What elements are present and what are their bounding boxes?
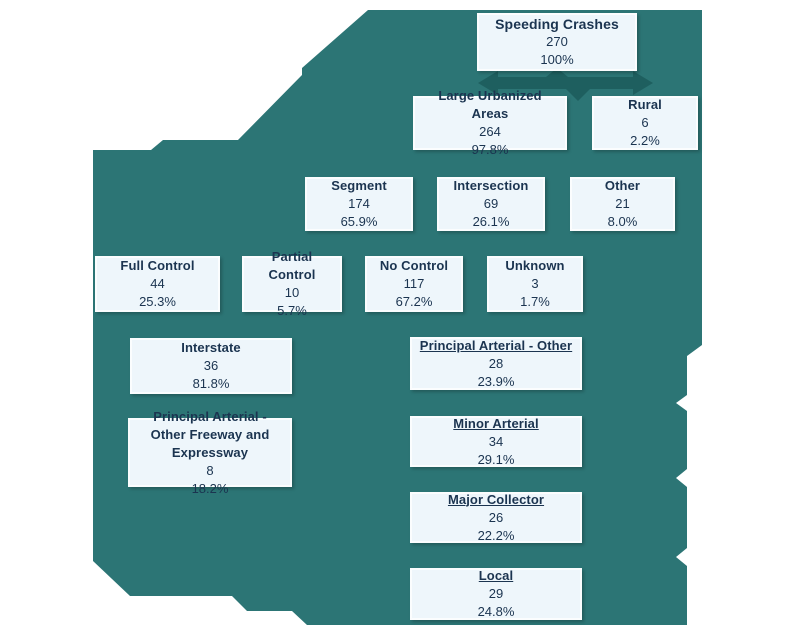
node-intersection: Intersection 69 26.1% — [437, 177, 545, 231]
node-title: Principal Arterial - Other — [419, 337, 573, 353]
node-title: Major Collector — [447, 491, 545, 507]
node-percent: 2.2% — [630, 133, 660, 148]
node-partial-control: Partial Control 10 5.7% — [242, 249, 342, 318]
node-count: 8 — [206, 462, 214, 478]
node-percent: 100% — [540, 52, 574, 67]
node-count: 174 — [348, 196, 370, 211]
node-title: Large Urbanized Areas — [438, 88, 542, 121]
node-title: Minor Arterial — [453, 415, 539, 431]
node-percent: 29.1% — [477, 451, 515, 467]
node-count: 36 — [203, 358, 219, 373]
node-no-control: No Control 117 67.2% — [365, 256, 463, 312]
node-title: Partial Control — [268, 249, 316, 282]
node-count: 69 — [483, 196, 499, 211]
node-percent: 24.8% — [477, 604, 515, 619]
node-count: 270 — [546, 34, 568, 49]
node-full-control: Full Control 44 25.3% — [95, 256, 220, 312]
node-percent: 25.3% — [139, 294, 176, 309]
node-percent: 26.1% — [472, 214, 510, 229]
node-major-collector: Major Collector 26 22.2% — [410, 492, 582, 543]
node-principal-arterial-other-freeway-and-expressway: Principal Arterial - Other Freeway and E… — [128, 409, 292, 496]
node-percent: 65.9% — [340, 214, 378, 229]
node-title: Intersection — [453, 178, 529, 193]
node-principal-arterial-other: Principal Arterial - Other 28 23.9% — [410, 337, 582, 390]
node-title: Unknown — [505, 258, 565, 273]
node-count: 3 — [531, 276, 539, 291]
node-percent: 23.9% — [477, 373, 515, 389]
node-title: Other — [604, 178, 641, 193]
node-local: Local 29 24.8% — [410, 568, 582, 620]
node-large-urbanized-areas: Large Urbanized Areas 264 97.8% — [413, 88, 567, 157]
node-percent: 5.7% — [277, 303, 307, 318]
node-title: Interstate — [181, 340, 241, 355]
node-percent: 97.8% — [471, 142, 509, 157]
node-unknown: Unknown 3 1.7% — [487, 256, 583, 312]
node-count: 10 — [284, 285, 300, 300]
node-count: 264 — [479, 124, 501, 139]
node-title: Speeding Crashes — [495, 16, 619, 32]
node-segment: Segment 174 65.9% — [305, 177, 413, 231]
node-count: 21 — [615, 196, 630, 211]
node-title: Full Control — [120, 258, 195, 273]
node-percent: 1.7% — [520, 294, 550, 309]
node-count: 117 — [403, 276, 425, 291]
node-interstate: Interstate 36 81.8% — [130, 338, 292, 394]
node-rural: Rural 6 2.2% — [592, 96, 698, 150]
node-count: 28 — [488, 355, 504, 371]
node-count: 44 — [150, 276, 165, 291]
node-percent: 8.0% — [607, 214, 638, 229]
node-percent: 81.8% — [192, 376, 230, 391]
node-title: Local — [478, 568, 514, 583]
node-count: 34 — [488, 433, 504, 449]
node-percent: 18.2% — [191, 480, 229, 496]
node-count: 29 — [488, 586, 504, 601]
node-speeding-crashes: Speeding Crashes 270 100% — [477, 13, 637, 71]
node-percent: 67.2% — [395, 294, 433, 309]
node-count: 6 — [641, 115, 649, 130]
node-title: Segment — [331, 178, 387, 193]
node-other: Other 21 8.0% — [570, 177, 675, 231]
branch-arrow — [478, 68, 653, 101]
node-title: No Control — [379, 258, 449, 273]
node-percent: 22.2% — [477, 527, 515, 543]
node-title: Principal Arterial - Other Freeway and E… — [150, 408, 270, 460]
node-title: Rural — [628, 97, 662, 112]
node-count: 26 — [488, 509, 504, 525]
node-minor-arterial: Minor Arterial 34 29.1% — [410, 416, 582, 467]
